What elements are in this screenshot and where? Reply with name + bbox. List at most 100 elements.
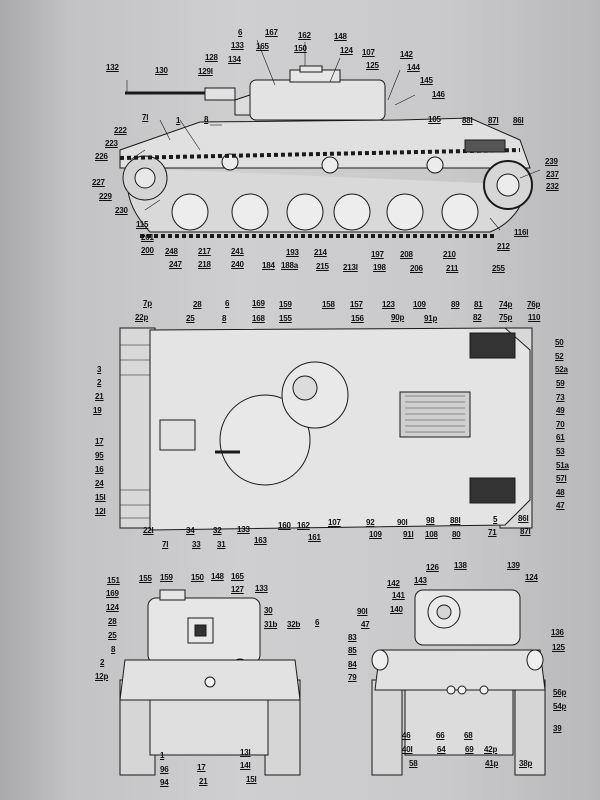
callout-label: 80 (452, 530, 461, 539)
callout-label: 248 (165, 247, 178, 256)
rear-view-drawing (371, 589, 546, 776)
callout-label: 155 (279, 314, 292, 323)
callout-label: 109 (369, 530, 382, 539)
callout-label: 5 (493, 515, 498, 524)
callout-label: 227 (92, 178, 105, 187)
callout-label: 159 (279, 300, 292, 309)
callout-label: 169 (106, 589, 119, 598)
callout-label: 1 (176, 116, 181, 125)
front-view-drawing (119, 589, 301, 776)
callout-label: 31b (264, 620, 278, 629)
callout-label: 127 (231, 585, 244, 594)
callout-label: 56p (553, 688, 567, 697)
callout-label: 198 (373, 263, 386, 272)
callout-label: 165 (256, 42, 269, 51)
callout-label: 15l (95, 493, 106, 502)
callout-label: 167 (265, 28, 278, 37)
callout-label: 142 (387, 579, 400, 588)
callout-label: 19 (93, 406, 102, 415)
callout-label: 230 (115, 206, 128, 215)
callout-label: 197 (371, 250, 384, 259)
callout-label: 6 (315, 618, 320, 627)
callout-label: 58 (409, 759, 418, 768)
callout-label: 155 (139, 574, 152, 583)
callout-label: 215 (316, 262, 329, 271)
callout-label: 57l (556, 474, 567, 483)
callout-label: 141 (392, 591, 405, 600)
callout-label: 150 (191, 573, 204, 582)
callout-label: 125 (552, 643, 565, 652)
callout-label: 148 (334, 32, 347, 41)
callout-label: 13l (240, 748, 251, 757)
callout-label: 240 (231, 260, 244, 269)
callout-label: 59 (556, 379, 565, 388)
callout-label: 184 (262, 261, 275, 270)
callout-label: 6 (238, 28, 243, 37)
callout-label: 255 (492, 264, 505, 273)
callout-label: 150 (294, 44, 307, 53)
callout-label: 74p (499, 300, 513, 309)
callout-label: 83 (348, 633, 357, 642)
callout-label: 162 (298, 31, 311, 40)
callout-label: 14l (240, 761, 251, 770)
callout-label: 88l (450, 516, 461, 525)
callout-label: 163 (254, 536, 267, 545)
callout-label: 161 (308, 533, 321, 542)
callout-label: 68 (464, 731, 473, 740)
callout-label: 47 (361, 620, 370, 629)
callout-label: 7l (162, 540, 169, 549)
callout-label: 94 (160, 778, 169, 787)
callout-label: 210 (443, 250, 456, 259)
callout-label: 42p (484, 745, 498, 754)
callout-label: 51a (556, 461, 569, 470)
callout-label: 92 (366, 518, 375, 527)
callout-label: 90l (357, 607, 368, 616)
callout-label: 75p (499, 313, 513, 322)
side-view-drawing (119, 39, 541, 238)
callout-label: 89 (451, 300, 460, 309)
callout-label: 17 (95, 437, 104, 446)
callout-label: 239 (545, 157, 558, 166)
callout-label: 53 (556, 447, 565, 456)
callout-label: 3 (97, 365, 102, 374)
callout-label: 138 (454, 561, 467, 570)
callout-label: 46 (402, 731, 411, 740)
callout-label: 1 (160, 751, 165, 760)
callout-label: 40l (402, 745, 413, 754)
callout-label: 98 (426, 516, 435, 525)
callout-label: 109 (413, 300, 426, 309)
callout-label: 130 (155, 66, 168, 75)
callout-label: 6 (225, 299, 230, 308)
callout-label: 96 (160, 765, 169, 774)
callout-label: 47 (556, 501, 565, 510)
callout-label: 237 (546, 170, 559, 179)
callout-label: 156 (351, 314, 364, 323)
callout-label: 91p (424, 314, 438, 323)
callout-label: 12p (95, 672, 109, 681)
callout-label: 91l (403, 530, 414, 539)
callout-label: 70 (556, 420, 565, 429)
callout-label: 52a (555, 365, 568, 374)
callout-label: 31 (217, 540, 226, 549)
callout-label: 214 (314, 248, 327, 257)
callout-label: 168 (252, 314, 265, 323)
callout-label: 32b (287, 620, 301, 629)
callout-label: 108 (425, 530, 438, 539)
callout-label: 21 (95, 392, 104, 401)
callout-label: 211 (446, 264, 459, 273)
callout-label: 125 (366, 61, 379, 70)
callout-label: 64 (437, 745, 446, 754)
callout-label: 160 (278, 521, 291, 530)
callout-label: 33 (192, 540, 201, 549)
callout-label: 50 (555, 338, 564, 347)
callout-label: 95 (95, 451, 104, 460)
callout-label: 7p (143, 299, 152, 308)
callout-label: 52 (555, 352, 564, 361)
callout-label: 169 (252, 299, 265, 308)
callout-label: 87l (488, 116, 499, 125)
top-view-drawing (119, 327, 533, 531)
callout-label: 132 (106, 63, 119, 72)
callout-label: 21 (199, 777, 208, 786)
callout-label: 110 (528, 313, 541, 322)
